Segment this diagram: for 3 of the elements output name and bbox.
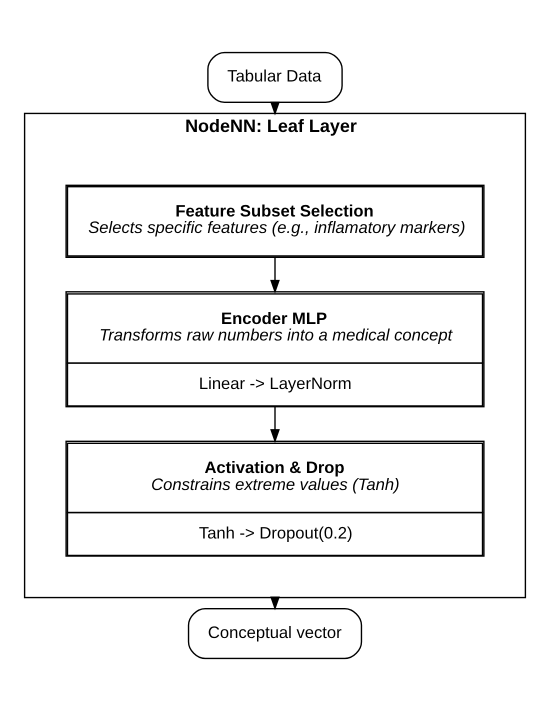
arrow	[270, 406, 280, 443]
node-box: Conceptual vector	[188, 607, 362, 659]
arrow	[270, 257, 280, 294]
